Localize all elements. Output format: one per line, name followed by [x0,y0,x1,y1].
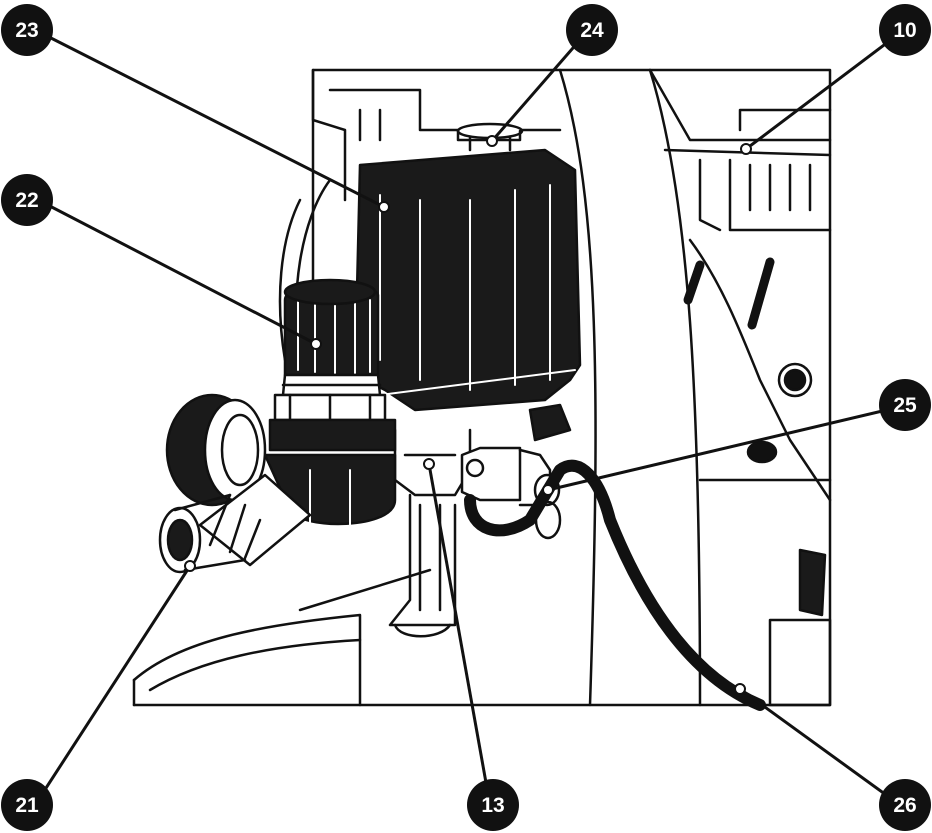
regulator-body [165,393,397,526]
leader-lines [33,31,901,807]
air-tank [132,568,432,707]
callout-24: 24 [566,4,618,56]
hose [464,403,832,711]
anchor-24 [486,135,498,147]
callout-badge [1,4,53,56]
callout-number: 13 [481,794,504,817]
leader-26 [739,687,901,807]
callout-badges: 23 24 10 22 25 21 13 26 [1,4,931,831]
callout-21: 21 [1,779,53,831]
leader-23 [44,33,385,209]
quick-coupler [158,473,312,574]
anchor-13 [423,458,435,470]
anchor-21 [184,560,196,572]
callout-badge [1,779,53,831]
illustration [132,68,832,711]
callout-badge [1,174,53,226]
callout-13: 13 [467,779,519,831]
callout-number: 26 [893,794,916,817]
leader-25 [547,406,896,492]
callout-10: 10 [879,4,931,56]
callout-number: 24 [580,19,604,42]
callout-number: 23 [15,19,38,42]
callout-number: 25 [893,394,917,417]
belt-guard [558,68,702,707]
callout-badge [879,379,931,431]
anchor-23 [378,201,390,213]
leader-13 [427,463,492,806]
callout-26: 26 [879,779,931,831]
motor-housing [311,68,832,502]
pressure-switch [353,122,582,412]
leader-10 [745,31,901,151]
callout-22: 22 [1,174,53,226]
callout-number: 22 [15,189,38,212]
anchor-10 [740,143,752,155]
callout-23: 23 [1,4,53,56]
callout-badge [879,779,931,831]
leader-24 [490,32,588,142]
anchor-dots [184,135,752,695]
callout-number: 21 [15,794,39,817]
callout-number: 10 [893,19,916,42]
anchor-26 [734,683,746,695]
anchor-22 [310,338,322,350]
housing-details [683,257,813,464]
regulator-knob [273,278,387,422]
callout-badge [467,779,519,831]
callout-badge [566,4,618,56]
callout-badge [879,4,931,56]
anchor-25 [542,484,554,496]
callout-25: 25 [879,379,931,431]
leader-21 [33,565,192,806]
leader-22 [41,200,317,346]
